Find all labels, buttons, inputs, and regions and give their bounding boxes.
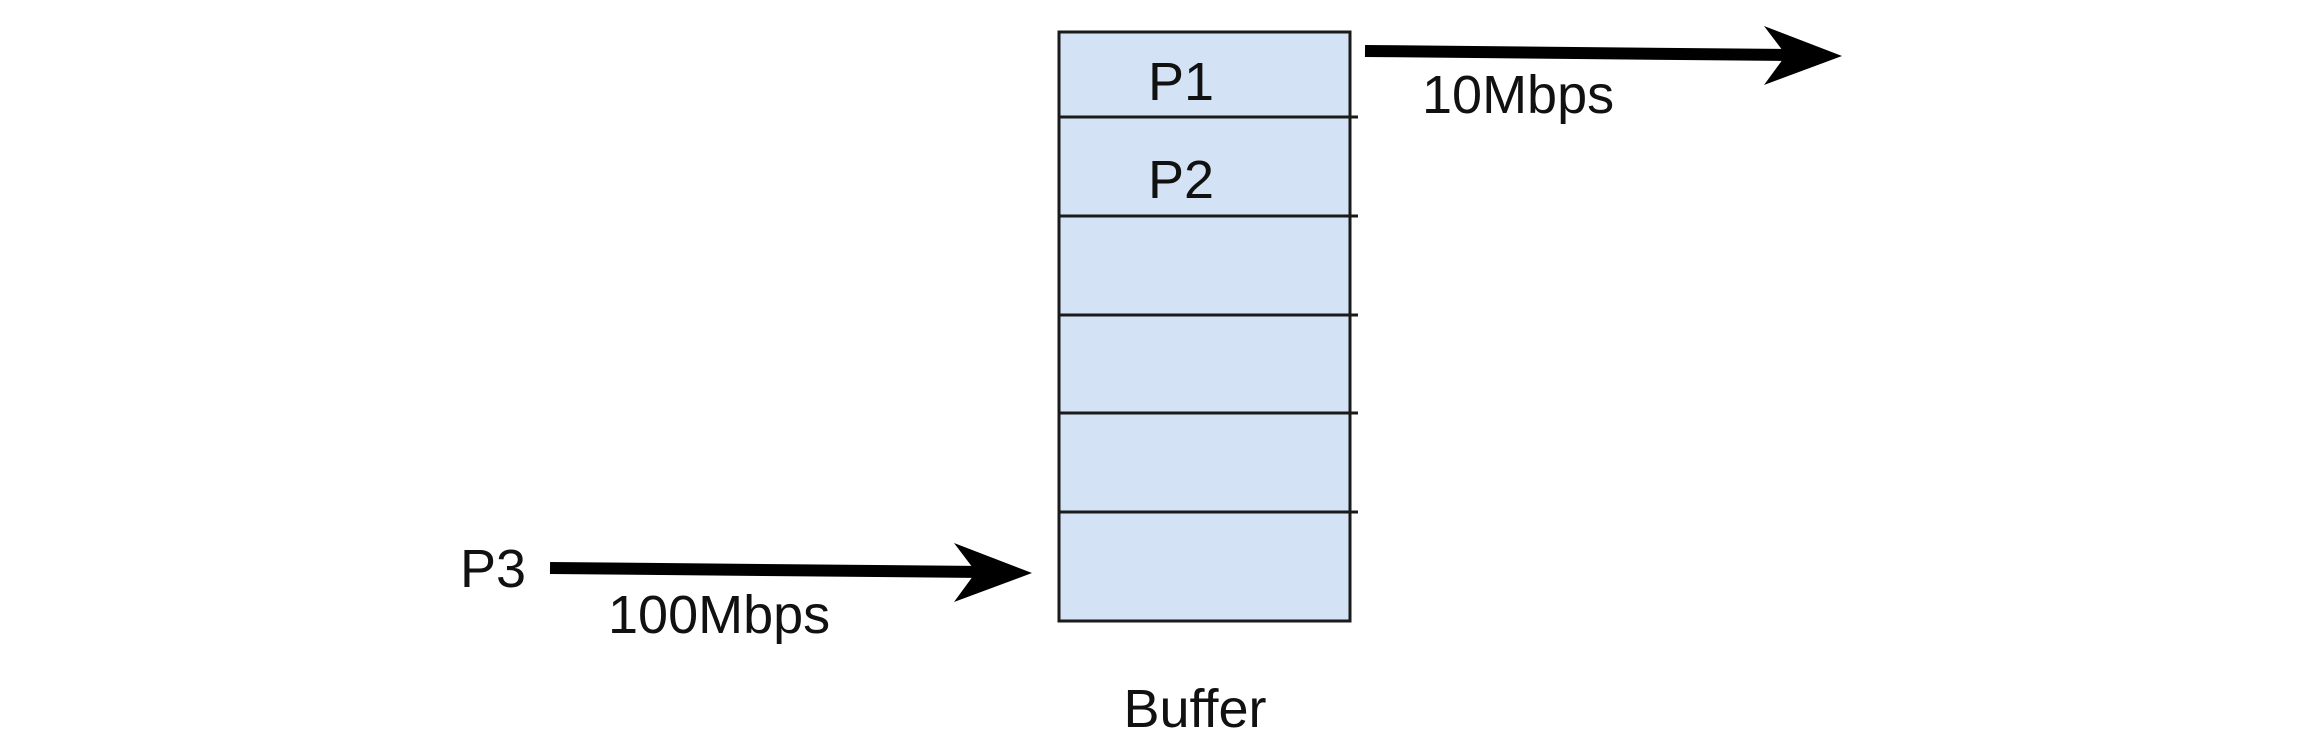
buffer-slot-2-label: P2	[1148, 150, 1214, 210]
buffer-slot-dividers	[1059, 115, 1358, 514]
outgoing-arrow	[1364, 26, 1842, 85]
outgoing-rate-label: 10Mbps	[1422, 65, 1614, 125]
outgoing-arrow-shaft	[1364, 45, 1791, 61]
incoming-arrow	[549, 543, 1032, 602]
buffer-label: Buffer	[1123, 679, 1266, 731]
incoming-rate-label: 100Mbps	[608, 585, 830, 645]
incoming-arrow-shaft	[549, 562, 986, 578]
incoming-packet-label: P3	[460, 539, 526, 599]
buffer-slot-1-label: P1	[1148, 52, 1214, 112]
buffer-box	[1057, 30, 1352, 623]
incoming-arrow-head	[954, 543, 1032, 602]
outgoing-arrow-head	[1764, 26, 1842, 85]
